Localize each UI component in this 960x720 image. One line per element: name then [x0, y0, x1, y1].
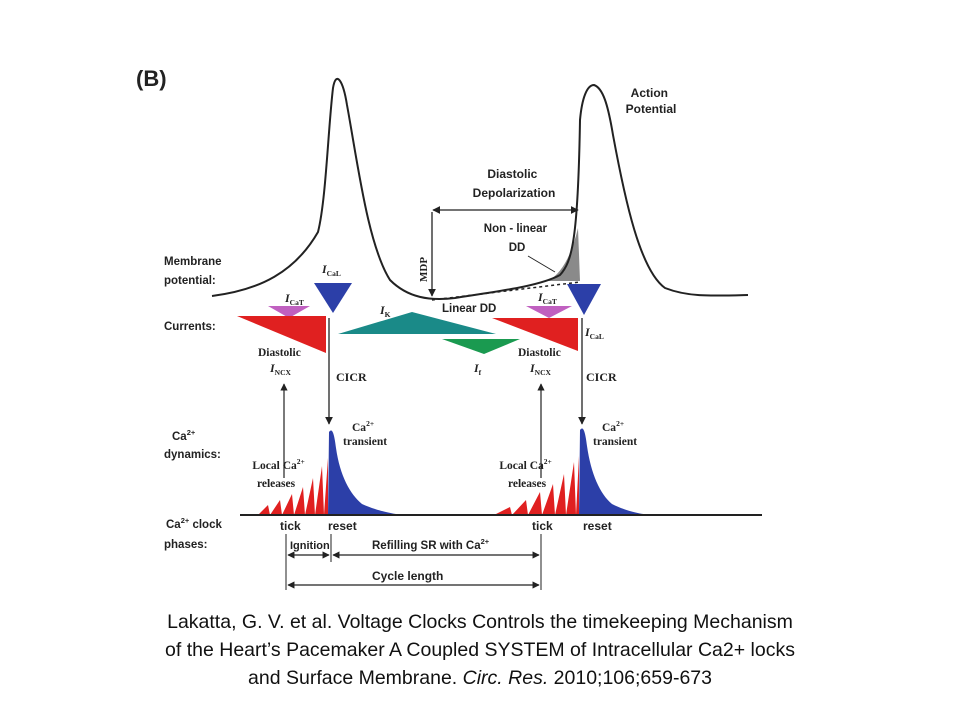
currents-label: Currents: [164, 321, 216, 333]
ca-transient-label-1: Ca2+ transient [343, 417, 387, 448]
caption-line-1: Lakatta, G. V. et al. Voltage Clocks Con… [167, 611, 793, 633]
nonlinear-dd-label: Non - linear DD [484, 223, 550, 254]
ca-transient-2 [579, 428, 650, 515]
i-ncx-label-1: INCX [269, 361, 292, 377]
local-ca-releases-sawtooth-2 [494, 456, 579, 515]
mdp-label: MDP [418, 257, 430, 282]
cicr-label-1: CICR [336, 370, 367, 384]
nonlinear-dd-pointer [527, 255, 556, 273]
i-f-triangle [442, 339, 520, 354]
i-k-triangle [338, 312, 496, 334]
i-ncx-triangle-1 [237, 316, 326, 353]
nonlinear-dd-shading [548, 228, 580, 281]
i-cat-triangle-2 [526, 306, 572, 318]
i-cal-label-1: ICaL [321, 262, 341, 278]
i-cal-label-2: ICaL [584, 325, 604, 341]
diastolic-label-1: Diastolic [258, 347, 301, 359]
reset-label-2: reset [583, 519, 612, 533]
caption-line-3-post: 2010;106;659-673 [548, 667, 712, 689]
caption-journal-2: Res. [508, 667, 549, 689]
caption-line-3-pre: and Surface Membrane. [248, 667, 463, 689]
ca-dynamics-label: Ca2+ dynamics: [164, 426, 221, 461]
tick-label-1: tick [280, 519, 301, 533]
cycle-length-label: Cycle length [372, 569, 443, 583]
figure-caption: Lakatta, G. V. et al. Voltage Clocks Con… [40, 608, 920, 692]
action-potential-label: Action Potential [626, 86, 677, 116]
reset-label-1: reset [328, 519, 357, 533]
diastolic-label-2: Diastolic [518, 347, 561, 359]
diastolic-depolarization-label: Diastolic Depolarization [473, 167, 556, 200]
membrane-potential-label: Membrane potential: [164, 256, 225, 287]
i-cal-triangle-1 [314, 283, 352, 313]
local-ca-releases-sawtooth-1 [258, 458, 328, 515]
i-cal-triangle-2 [567, 284, 601, 315]
i-ncx-label-2: INCX [529, 361, 552, 377]
ca-transient-label-2: Ca2+ transient [593, 417, 637, 448]
caption-line-2: of the Heart’s Pacemaker A Coupled SYSTE… [165, 639, 795, 661]
refilling-label: Refilling SR with Ca2+ [372, 537, 490, 552]
i-cat-label-2: ICaT [537, 290, 557, 306]
caption-journal-1: Circ. [462, 667, 503, 689]
caption-line-3: and Surface Membrane. Circ. Res. 2010;10… [40, 664, 920, 692]
i-k-label: IK [379, 303, 391, 319]
i-f-label: If [473, 361, 482, 377]
i-cat-triangle-1 [268, 306, 310, 318]
i-ncx-triangle-2 [492, 318, 578, 351]
i-cat-label-1: ICaT [284, 291, 304, 307]
tick-label-2: tick [532, 519, 553, 533]
panel-label: (B) [136, 66, 167, 91]
local-ca-releases-label-2: Local Ca2+ releases [499, 455, 554, 490]
ca-transient-1 [328, 430, 402, 515]
local-ca-releases-label-1: Local Ca2+ releases [252, 455, 307, 490]
ca-clock-phases-label: Ca2+ clock phases: [164, 516, 225, 551]
membrane-potential-trace [211, 77, 749, 301]
linear-dd-label: Linear DD [442, 303, 496, 315]
cicr-label-2: CICR [586, 370, 617, 384]
ignition-label: Ignition [290, 540, 330, 552]
